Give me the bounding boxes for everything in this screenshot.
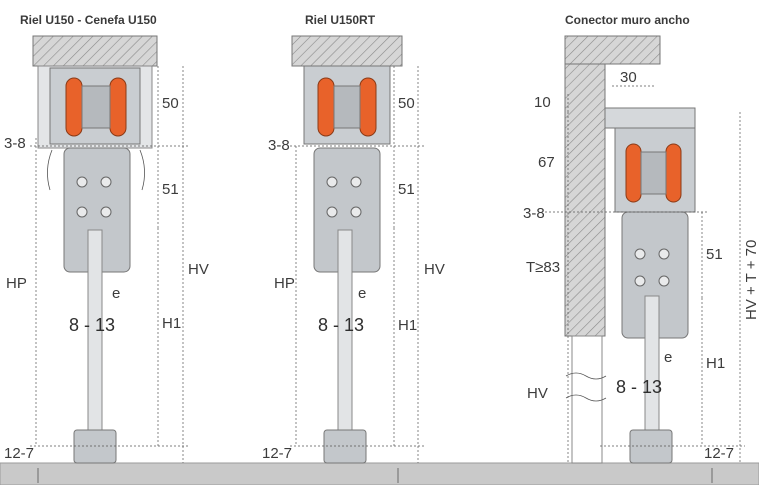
dim-10: 10 [534, 94, 551, 111]
dim-51: 51 [398, 181, 415, 198]
roller-right [109, 77, 127, 137]
screw-3 [326, 206, 338, 218]
gap-8-13: 8 - 13 [616, 377, 662, 397]
screw-1 [76, 176, 88, 188]
roller-axle [333, 85, 361, 129]
roller-left [625, 143, 642, 203]
dim-12-7: 12-7 [704, 445, 734, 462]
title-conector-muro-ancho: Conector muro ancho [565, 13, 690, 27]
dim-30: 30 [620, 69, 637, 86]
title-riel-u150rt: Riel U150RT [305, 13, 376, 27]
ceiling-block [564, 35, 661, 65]
door-panel [337, 229, 353, 443]
label-hv: HV [527, 385, 548, 402]
screw-4 [100, 206, 112, 218]
dim-67: 67 [538, 154, 555, 171]
dim-3-8: 3-8 [4, 135, 26, 152]
label-hv: HV [424, 261, 445, 278]
roller-axle [640, 151, 667, 195]
label-e: e [358, 285, 366, 302]
floor [0, 462, 759, 485]
side-clip-left [47, 149, 53, 191]
door-panel [87, 229, 103, 443]
diagram-2-riel-u150rt: 50 3-8 51 HP HV e 8 - 13 H1 12-7 [262, 35, 445, 464]
gap-8-13: 8 - 13 [318, 315, 364, 335]
label-hv: HV [188, 261, 209, 278]
roller-right [665, 143, 682, 203]
screw-2 [100, 176, 112, 188]
screw-1 [634, 248, 646, 260]
gap-8-13: 8 - 13 [69, 315, 115, 335]
screw-3 [634, 275, 646, 287]
wall [564, 63, 606, 337]
screw-4 [350, 206, 362, 218]
roller-left [65, 77, 83, 137]
screw-3 [76, 206, 88, 218]
dim-3-8: 3-8 [268, 137, 290, 154]
title-riel-u150-cenefa: Riel U150 - Cenefa U150 [20, 13, 157, 27]
label-h1: H1 [398, 317, 417, 334]
screw-1 [326, 176, 338, 188]
dim-50: 50 [398, 95, 415, 112]
label-hp: HP [274, 275, 295, 292]
dim-51: 51 [162, 181, 179, 198]
label-e: e [112, 285, 120, 302]
label-h1: H1 [706, 355, 725, 372]
label-h1: H1 [162, 315, 181, 332]
wall-below [571, 335, 603, 464]
screw-2 [658, 248, 670, 260]
label-e: e [664, 349, 672, 366]
dim-50: 50 [162, 95, 179, 112]
diagram-3-conector-muro-ancho: 30 10 67 3-8 T≥83 51 HV e 8 - 13 H1 12-7… [523, 35, 759, 464]
dim-3-8: 3-8 [523, 205, 545, 222]
wall-break [565, 372, 607, 402]
floor-guide [73, 429, 117, 464]
roller-right [359, 77, 377, 137]
side-clip-right [139, 149, 145, 191]
label-hp: HP [6, 275, 27, 292]
floor-guide [323, 429, 367, 464]
screw-2 [350, 176, 362, 188]
door-panel [644, 295, 660, 443]
floor-guide [629, 429, 673, 464]
screw-4 [658, 275, 670, 287]
dim-51: 51 [706, 246, 723, 263]
dim-total-height: HV + T + 70 [743, 240, 759, 320]
roller-axle [81, 85, 111, 129]
dim-12-7: 12-7 [262, 445, 292, 462]
ceiling-block [291, 35, 403, 67]
dim-t83: T≥83 [526, 259, 560, 276]
ceiling-block [32, 35, 158, 67]
wall-connector [604, 107, 696, 129]
diagram-1-riel-u150-cenefa: 50 3-8 51 HP HV e 8 - 13 H1 12-7 [4, 35, 209, 464]
roller-left [317, 77, 335, 137]
dim-12-7: 12-7 [4, 445, 34, 462]
